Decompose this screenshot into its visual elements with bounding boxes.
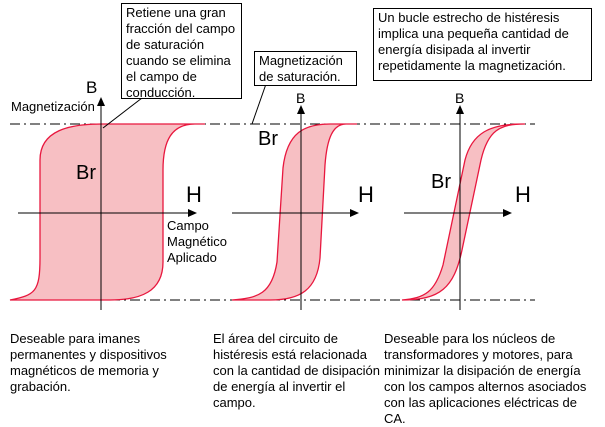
magnetization-label: Magnetización [11, 99, 95, 114]
caption-right: Deseable para los núcleos de transformad… [384, 331, 587, 426]
saturation-callout: Magnetización de saturación. [254, 51, 357, 86]
retentivity-pointer [102, 97, 143, 129]
hysteresis-loop-medium [231, 123, 357, 301]
loop1-b-arrow [97, 97, 105, 106]
loop1-b-label: B [86, 78, 98, 97]
loop1-h-label: H [186, 182, 202, 207]
loop2-h-label: H [358, 182, 374, 207]
retentivity-callout: Retiene una gran fracción del campo de s… [121, 3, 242, 100]
hysteresis-loop-narrow [401, 123, 526, 301]
caption-left: Deseable para imanes permanentes y dispo… [10, 331, 167, 394]
hysteresis-loop-wide [9, 123, 205, 301]
loop1-br-label: Br [76, 162, 96, 184]
loop2-b-label: B [296, 90, 306, 106]
applied-field-label: Campo Magnético Aplicado [167, 218, 227, 265]
saturation-pointer [251, 83, 267, 125]
loop3-br-label: Br [431, 171, 451, 193]
loop3-b-label: B [455, 90, 465, 106]
loop2-b-arrow [297, 105, 305, 114]
loop2-br-label: Br [258, 128, 278, 150]
loop2-h-arrow [350, 209, 359, 217]
narrow-loop-callout: Un bucle estrecho de histéresis implica … [373, 8, 592, 81]
loop3-h-arrow [503, 209, 512, 217]
caption-middle: El área del circuito de histéresis está … [213, 331, 380, 410]
loop3-h-label: H [515, 182, 531, 207]
loop3-b-arrow [456, 105, 464, 114]
loop1-h-arrow [188, 209, 197, 217]
